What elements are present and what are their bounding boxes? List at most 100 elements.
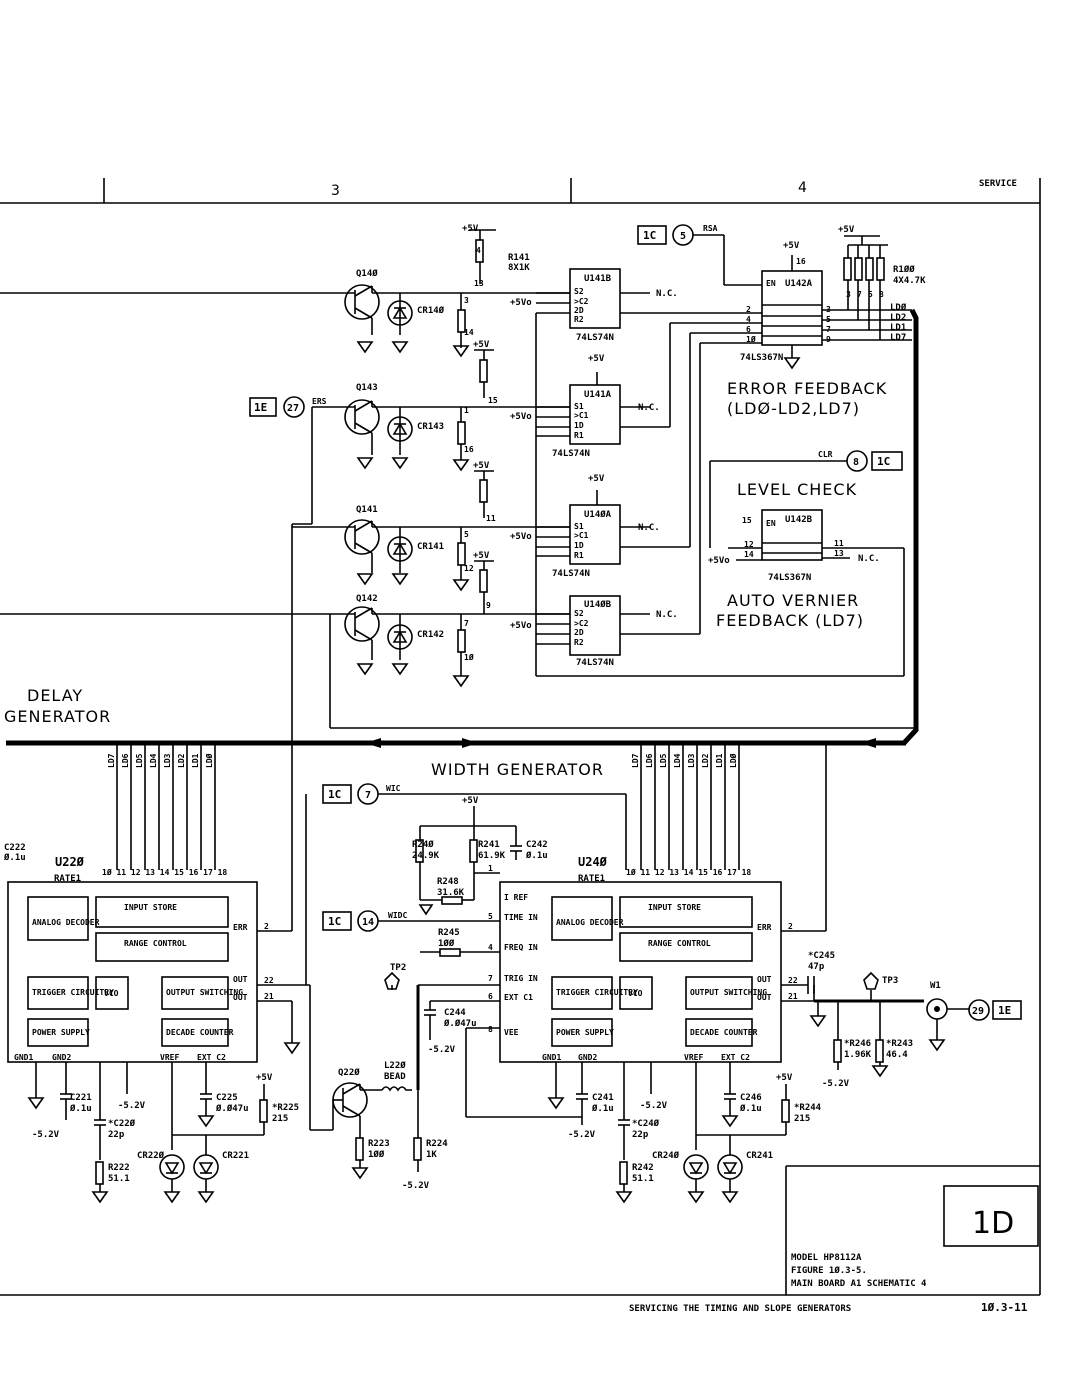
bus-tap-label: LD7 xyxy=(631,753,640,768)
svg-text:OUTPUT SWITCHING: OUTPUT SWITCHING xyxy=(166,988,243,997)
bus-tap-label: LD2 xyxy=(701,753,710,768)
svg-text:+5Vo: +5Vo xyxy=(510,621,532,631)
footer-label: SERVICING THE TIMING AND SLOPE GENERATOR… xyxy=(629,1304,851,1314)
flipflop-u140a xyxy=(536,490,690,565)
svg-text:7: 7 xyxy=(857,290,862,299)
svg-text:14: 14 xyxy=(362,917,374,928)
svg-text:RANGE CONTROL: RANGE CONTROL xyxy=(648,939,711,948)
svg-text:-5.2V: -5.2V xyxy=(640,1101,668,1111)
flipflop-u141b xyxy=(536,268,760,329)
svg-text:15: 15 xyxy=(742,516,752,525)
u220-label: U22Ø xyxy=(55,855,85,869)
svg-text:INPUT STORE: INPUT STORE xyxy=(648,903,701,912)
diode-cr240 xyxy=(683,1154,709,1204)
svg-text:46.4: 46.4 xyxy=(886,1050,908,1060)
svg-text:+5Vo: +5Vo xyxy=(510,412,532,422)
svg-text:VREF: VREF xyxy=(160,1053,179,1062)
offpage-widc[interactable] xyxy=(322,910,379,932)
svg-text:R245: R245 xyxy=(438,928,460,938)
bus-taps-u220 xyxy=(116,743,216,870)
auto-vernier-subtitle: FEEDBACK (LD7) xyxy=(716,611,864,630)
svg-text:N.C.: N.C. xyxy=(638,403,660,413)
ld1-label: LD1 xyxy=(890,323,906,333)
svg-text:16: 16 xyxy=(796,257,806,266)
offpage-out[interactable] xyxy=(968,999,1022,1021)
svg-text:R24Ø: R24Ø xyxy=(412,839,434,850)
svg-text:-5.2V: -5.2V xyxy=(428,1045,456,1055)
svg-text:15: 15 xyxy=(488,396,498,405)
svg-text:1C: 1C xyxy=(877,455,890,468)
svg-text:5: 5 xyxy=(488,912,493,921)
buffer-u142b xyxy=(728,509,904,561)
svg-text:+5V: +5V xyxy=(473,340,490,350)
svg-text:12: 12 xyxy=(464,564,474,573)
r141-value: 8X1K xyxy=(508,263,530,273)
svg-text:POWER SUPPLY: POWER SUPPLY xyxy=(32,1028,90,1037)
model-label: MODEL HP8112A xyxy=(791,1253,862,1263)
bus-tap-label: LD1 xyxy=(191,753,200,768)
svg-text:1ØØ: 1ØØ xyxy=(368,1149,385,1160)
svg-text:Ø.Ø47u: Ø.Ø47u xyxy=(215,1103,249,1114)
svg-text:8: 8 xyxy=(853,457,859,468)
svg-text:22: 22 xyxy=(264,976,274,985)
q140-label: Q14Ø xyxy=(356,268,378,279)
svg-text:13: 13 xyxy=(834,549,844,558)
svg-text:+5V: +5V xyxy=(588,474,605,484)
svg-text:GND1: GND1 xyxy=(542,1053,561,1062)
svg-text:RATE1: RATE1 xyxy=(54,874,81,884)
bus-taps-u240 xyxy=(640,743,740,870)
svg-text:Ø.1u: Ø.1u xyxy=(739,1103,762,1114)
u141a-label: U141A xyxy=(584,390,612,400)
svg-text:R223: R223 xyxy=(368,1139,390,1149)
level-check-title: LEVEL CHECK xyxy=(737,480,857,499)
svg-text:GND2: GND2 xyxy=(578,1053,597,1062)
bus-tap-label: LDØ xyxy=(728,753,738,768)
diode-cr221 xyxy=(193,1135,219,1204)
svg-text:ANALOG DECODER: ANALOG DECODER xyxy=(32,918,100,927)
width-gen-title: WIDTH GENERATOR xyxy=(431,760,604,779)
connector-w1 xyxy=(926,998,948,1052)
ers-signal: ERS xyxy=(312,397,327,406)
svg-text:+5V: +5V xyxy=(473,551,490,561)
title-block xyxy=(785,1165,1040,1295)
svg-text:C246: C246 xyxy=(740,1093,762,1103)
svg-text:6: 6 xyxy=(488,992,493,1001)
zone-4-label: 4 xyxy=(798,180,807,196)
svg-text:RANGE CONTROL: RANGE CONTROL xyxy=(124,939,187,948)
bus-tap-label: LD6 xyxy=(121,753,130,768)
offpage-ers[interactable] xyxy=(249,396,305,418)
svg-text:4: 4 xyxy=(488,943,493,952)
svg-text:R224: R224 xyxy=(426,1139,448,1149)
svg-text:CR221: CR221 xyxy=(222,1151,249,1161)
svg-text:Ø.1u: Ø.1u xyxy=(591,1103,614,1114)
ld0-label: LDØ xyxy=(890,302,907,313)
svg-text:22: 22 xyxy=(788,976,798,985)
svg-text:+5V: +5V xyxy=(588,354,605,364)
svg-text:+5V: +5V xyxy=(783,241,800,251)
svg-text:22p: 22p xyxy=(108,1130,125,1140)
svg-text:1C: 1C xyxy=(328,915,341,928)
bus-tap-label: LD6 xyxy=(645,753,654,768)
svg-text:6: 6 xyxy=(746,325,751,334)
caption-label: MAIN BOARD A1 SCHEMATIC 4 xyxy=(791,1279,927,1289)
svg-text:74LS367N: 74LS367N xyxy=(740,353,783,363)
svg-text:1: 1 xyxy=(488,864,493,873)
svg-text:5: 5 xyxy=(680,231,686,242)
svg-text:*C24Ø: *C24Ø xyxy=(632,1118,660,1129)
zone-3-label: 3 xyxy=(331,183,340,199)
transistor-q143 xyxy=(344,399,380,470)
svg-text:*R243: *R243 xyxy=(886,1039,913,1049)
bus-tap-label: LD2 xyxy=(177,753,186,768)
p5vo-label-1: +5Vo xyxy=(510,298,532,308)
delay-gen-title-1: DELAY xyxy=(27,686,83,705)
svg-text:61.9K: 61.9K xyxy=(478,851,506,861)
svg-text:4: 4 xyxy=(476,246,481,255)
svg-text:13: 13 xyxy=(474,279,484,288)
svg-text:R241: R241 xyxy=(478,840,500,850)
svg-text:24.9K: 24.9K xyxy=(412,851,440,861)
svg-text:RATE1: RATE1 xyxy=(578,874,605,884)
svg-text:S1: S1 xyxy=(574,522,584,531)
u140b-label: U14ØB xyxy=(584,599,612,610)
